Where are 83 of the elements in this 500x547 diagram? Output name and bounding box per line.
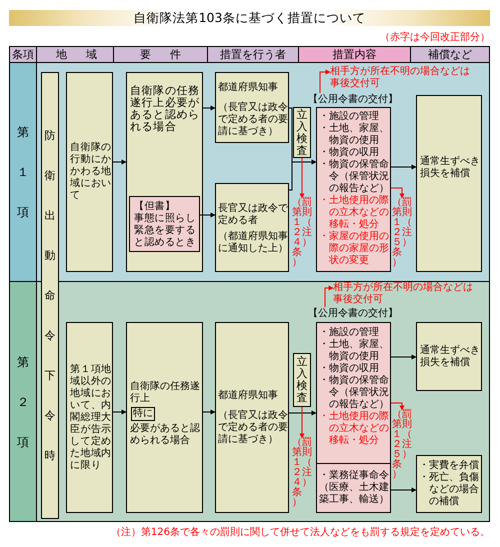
arrow: [300, 406, 304, 438]
arrow: [390, 164, 416, 170]
measures-box: [316, 107, 391, 272]
list-item: ・施設の管理: [319, 111, 380, 122]
actor-name: 都道府県知事: [218, 82, 279, 94]
column-header: 要件: [113, 46, 208, 63]
measures-box: [316, 322, 391, 464]
note-text: （赤字は今回改正部分）: [379, 31, 490, 44]
arrow: [324, 286, 334, 308]
list-item: ・実費を弁償: [419, 460, 480, 472]
arrow: [300, 158, 304, 198]
column-header: 地域: [36, 46, 114, 63]
heading-text: 【但書】: [134, 201, 176, 212]
inspection-box: 立入検査: [293, 353, 311, 407]
list-item: ・施設の管理: [319, 327, 380, 338]
body-text: 事態に照らし緊急を要すると認めるとき: [134, 213, 197, 249]
actor-name: 長官又は政令で定める者: [218, 203, 288, 227]
footnote: （注）第126条で各々の罰則に関して併せて法人などをも罰する規定を定めている。: [110, 526, 490, 539]
region-box: 第１項地域以外の地域において、内閣総理大臣が告示して定めた地域内に限り: [66, 322, 113, 513]
list-item: ・家屋の使用の際の家屋の形状の変更: [319, 231, 390, 267]
arrow: [288, 410, 316, 416]
arrow: [202, 410, 216, 414]
compensation-box: 通常生ずべき損失を補償: [416, 95, 482, 272]
list-item: ・物資の収用: [319, 147, 380, 159]
title: 自衛隊法第103条に基づく措置について: [9, 10, 490, 26]
arrow: [390, 488, 416, 492]
article-number: （第１２４条）: [292, 198, 302, 268]
arrow: [320, 70, 330, 94]
list-item: ・土地、家屋、物資の使用: [319, 123, 390, 146]
inspection-box: 立入検査: [293, 107, 311, 158]
body-text: 必要があると認められる場合: [130, 423, 201, 447]
condition-box: [126, 322, 203, 513]
article-number: （第１２５条）: [392, 198, 402, 268]
arrow: [112, 160, 126, 164]
actor-box: [215, 322, 289, 513]
annotation-text: 相手方が所在不明の場合などは事後交付可: [333, 282, 477, 307]
vertical-band: 防衛出動命令下令時: [41, 72, 59, 519]
actor-box: [215, 183, 289, 272]
arrow: [112, 410, 126, 414]
arrow: [202, 106, 216, 110]
condition-note: （都道府県知事に通知した上）: [218, 231, 288, 255]
list-item: ・物資の保管命令（保管状況の報告など）: [319, 375, 390, 410]
arrow: [288, 160, 316, 190]
actor-name: 都道府県知事: [218, 390, 279, 402]
arrow: [390, 188, 404, 198]
arrow: [390, 354, 416, 360]
row-heading: 第２項: [10, 282, 37, 521]
penalty-label: 罰則（注）: [402, 410, 412, 460]
list-item: ・物資の収用: [319, 363, 380, 375]
row-heading: 第１項: [10, 63, 37, 281]
arrow: [200, 212, 216, 218]
column-header: 補償など: [410, 46, 490, 63]
penalty-label: 罰則（注）: [402, 198, 412, 248]
actor-box: [215, 72, 289, 143]
article-number: （第１２５条）: [392, 410, 402, 480]
penalty-label: 罰則（注）: [302, 438, 312, 488]
annotation-text: 相手方が所在不明の場合などは事後交付可: [330, 66, 474, 91]
arrow: [390, 402, 404, 410]
region-box: 自衛隊の行動にかかわる地域において: [66, 72, 113, 272]
emphasis-box: 特に: [131, 407, 155, 421]
compensation-box: 通常生ずべき損失を補償: [416, 322, 482, 391]
condition-note: （長官又は政令で定める者の要請に基づき）: [218, 102, 288, 138]
condition-box: [126, 72, 203, 272]
list-item: ・土地使用の際の立木などの移転・処分: [319, 411, 390, 447]
order-heading: 【公用令書の交付】: [306, 307, 400, 320]
proviso-box: [129, 196, 200, 252]
column-header: 措置内容: [298, 46, 411, 63]
table-row: [9, 281, 490, 522]
penalty-label: 罰則（注）: [302, 198, 312, 248]
list-item: ・物資の保管命令（保管状況の報告など）: [319, 159, 390, 194]
list-item: ・土地、家屋、物資の使用: [319, 339, 390, 362]
body-text: 自衛隊の任務遂行上必要があると認められる場合: [130, 85, 201, 133]
compensation-box: [416, 455, 482, 513]
order-heading: 【公用令書の交付】: [306, 93, 400, 106]
article-number: （第１２４条）: [292, 438, 302, 508]
list-item: ・土地使用の際の立木などの移転・処分: [319, 195, 390, 230]
body-text: 自衛隊の任務遂行上: [130, 381, 201, 405]
column-header: 措置を行う者: [207, 46, 299, 63]
table-row: [9, 62, 490, 282]
condition-note: （長官又は政令で定める者の要請に基づき）: [218, 410, 288, 446]
duty-order-box: ・業務従事命令（医療、土木建築工事、輸送）: [316, 463, 391, 513]
list-item: ・死亡、負傷などの場合の補償: [419, 472, 480, 508]
column-header: 条項: [9, 46, 37, 63]
